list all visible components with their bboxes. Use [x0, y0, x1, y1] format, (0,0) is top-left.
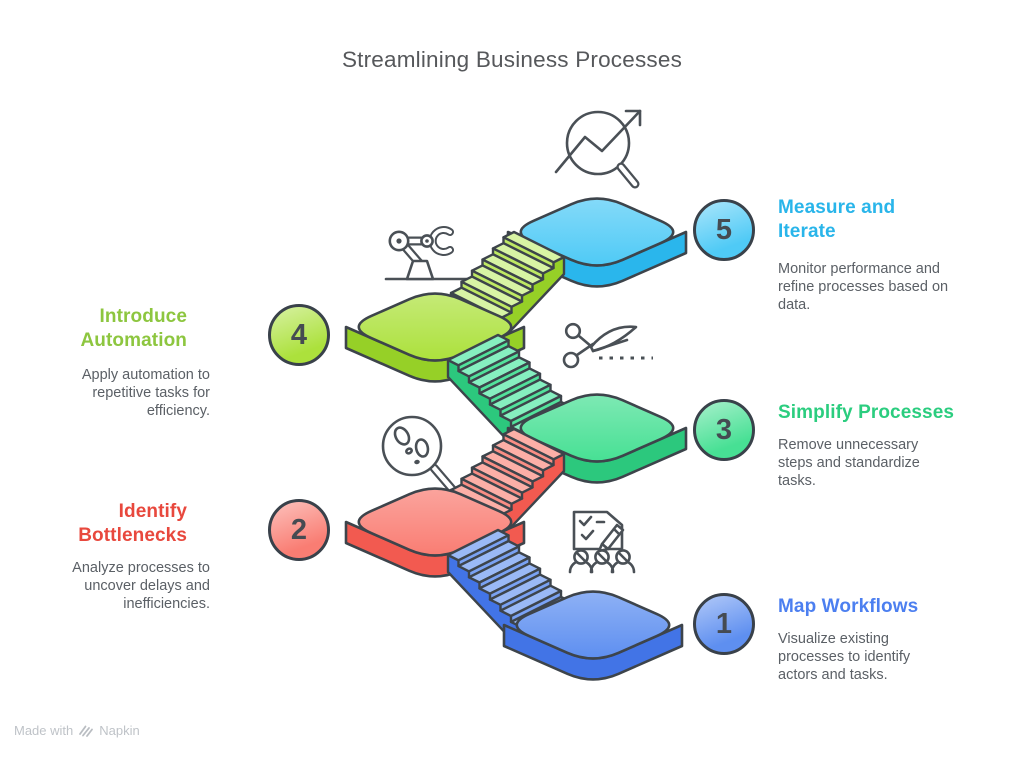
step-5-heading: Measure and Iterate [778, 197, 896, 242]
scissors-icon [562, 322, 653, 369]
made-with-label: Made with [14, 723, 74, 738]
step-4-heading: Introduce Automation [80, 306, 187, 351]
footprints-magnifier-icon [381, 415, 457, 494]
step-3-number-badge: 3 [693, 399, 755, 461]
step-2-number-badge: 2 [268, 499, 330, 561]
step-number: 1 [715, 607, 733, 640]
napkin-logo-icon [79, 725, 94, 737]
diagram-title: Streamlining Business Processes [341, 47, 683, 72]
step-4-description: Apply automation to repetitive tasks for… [81, 367, 210, 420]
step-1-heading: Map Workflows [778, 596, 919, 617]
step-number: 3 [715, 413, 733, 446]
staircase-illustration [344, 197, 688, 681]
step-2-description: Analyze processes to uncover delays and … [72, 560, 210, 613]
step-number: 4 [290, 318, 308, 351]
platform-step-4 [344, 292, 526, 383]
trend-magnifier-icon [554, 109, 642, 189]
platform-step-2 [344, 487, 526, 578]
step-4-number-badge: 4 [268, 304, 330, 366]
step-number: 5 [715, 213, 733, 246]
attribution: Made with Napkin [14, 723, 140, 738]
step-3-heading: Simplify Processes [778, 402, 955, 423]
robot-arm-icon [384, 226, 479, 281]
platform-step-1 [502, 590, 684, 681]
step-5-description: Monitor performance and refine processes… [778, 261, 949, 314]
step-1-number-badge: 1 [693, 593, 755, 655]
step-2-heading: Identify Bottlenecks [78, 501, 187, 546]
step-5-number-badge: 5 [693, 199, 755, 261]
team-checklist-icon [568, 510, 636, 574]
step-3-description: Remove unnecessary steps and standardize… [778, 437, 920, 490]
brand-name: Napkin [99, 723, 140, 738]
step-1-description: Visualize existing processes to identify… [778, 631, 911, 684]
step-number: 2 [290, 513, 308, 546]
platform-step-5 [506, 197, 688, 288]
